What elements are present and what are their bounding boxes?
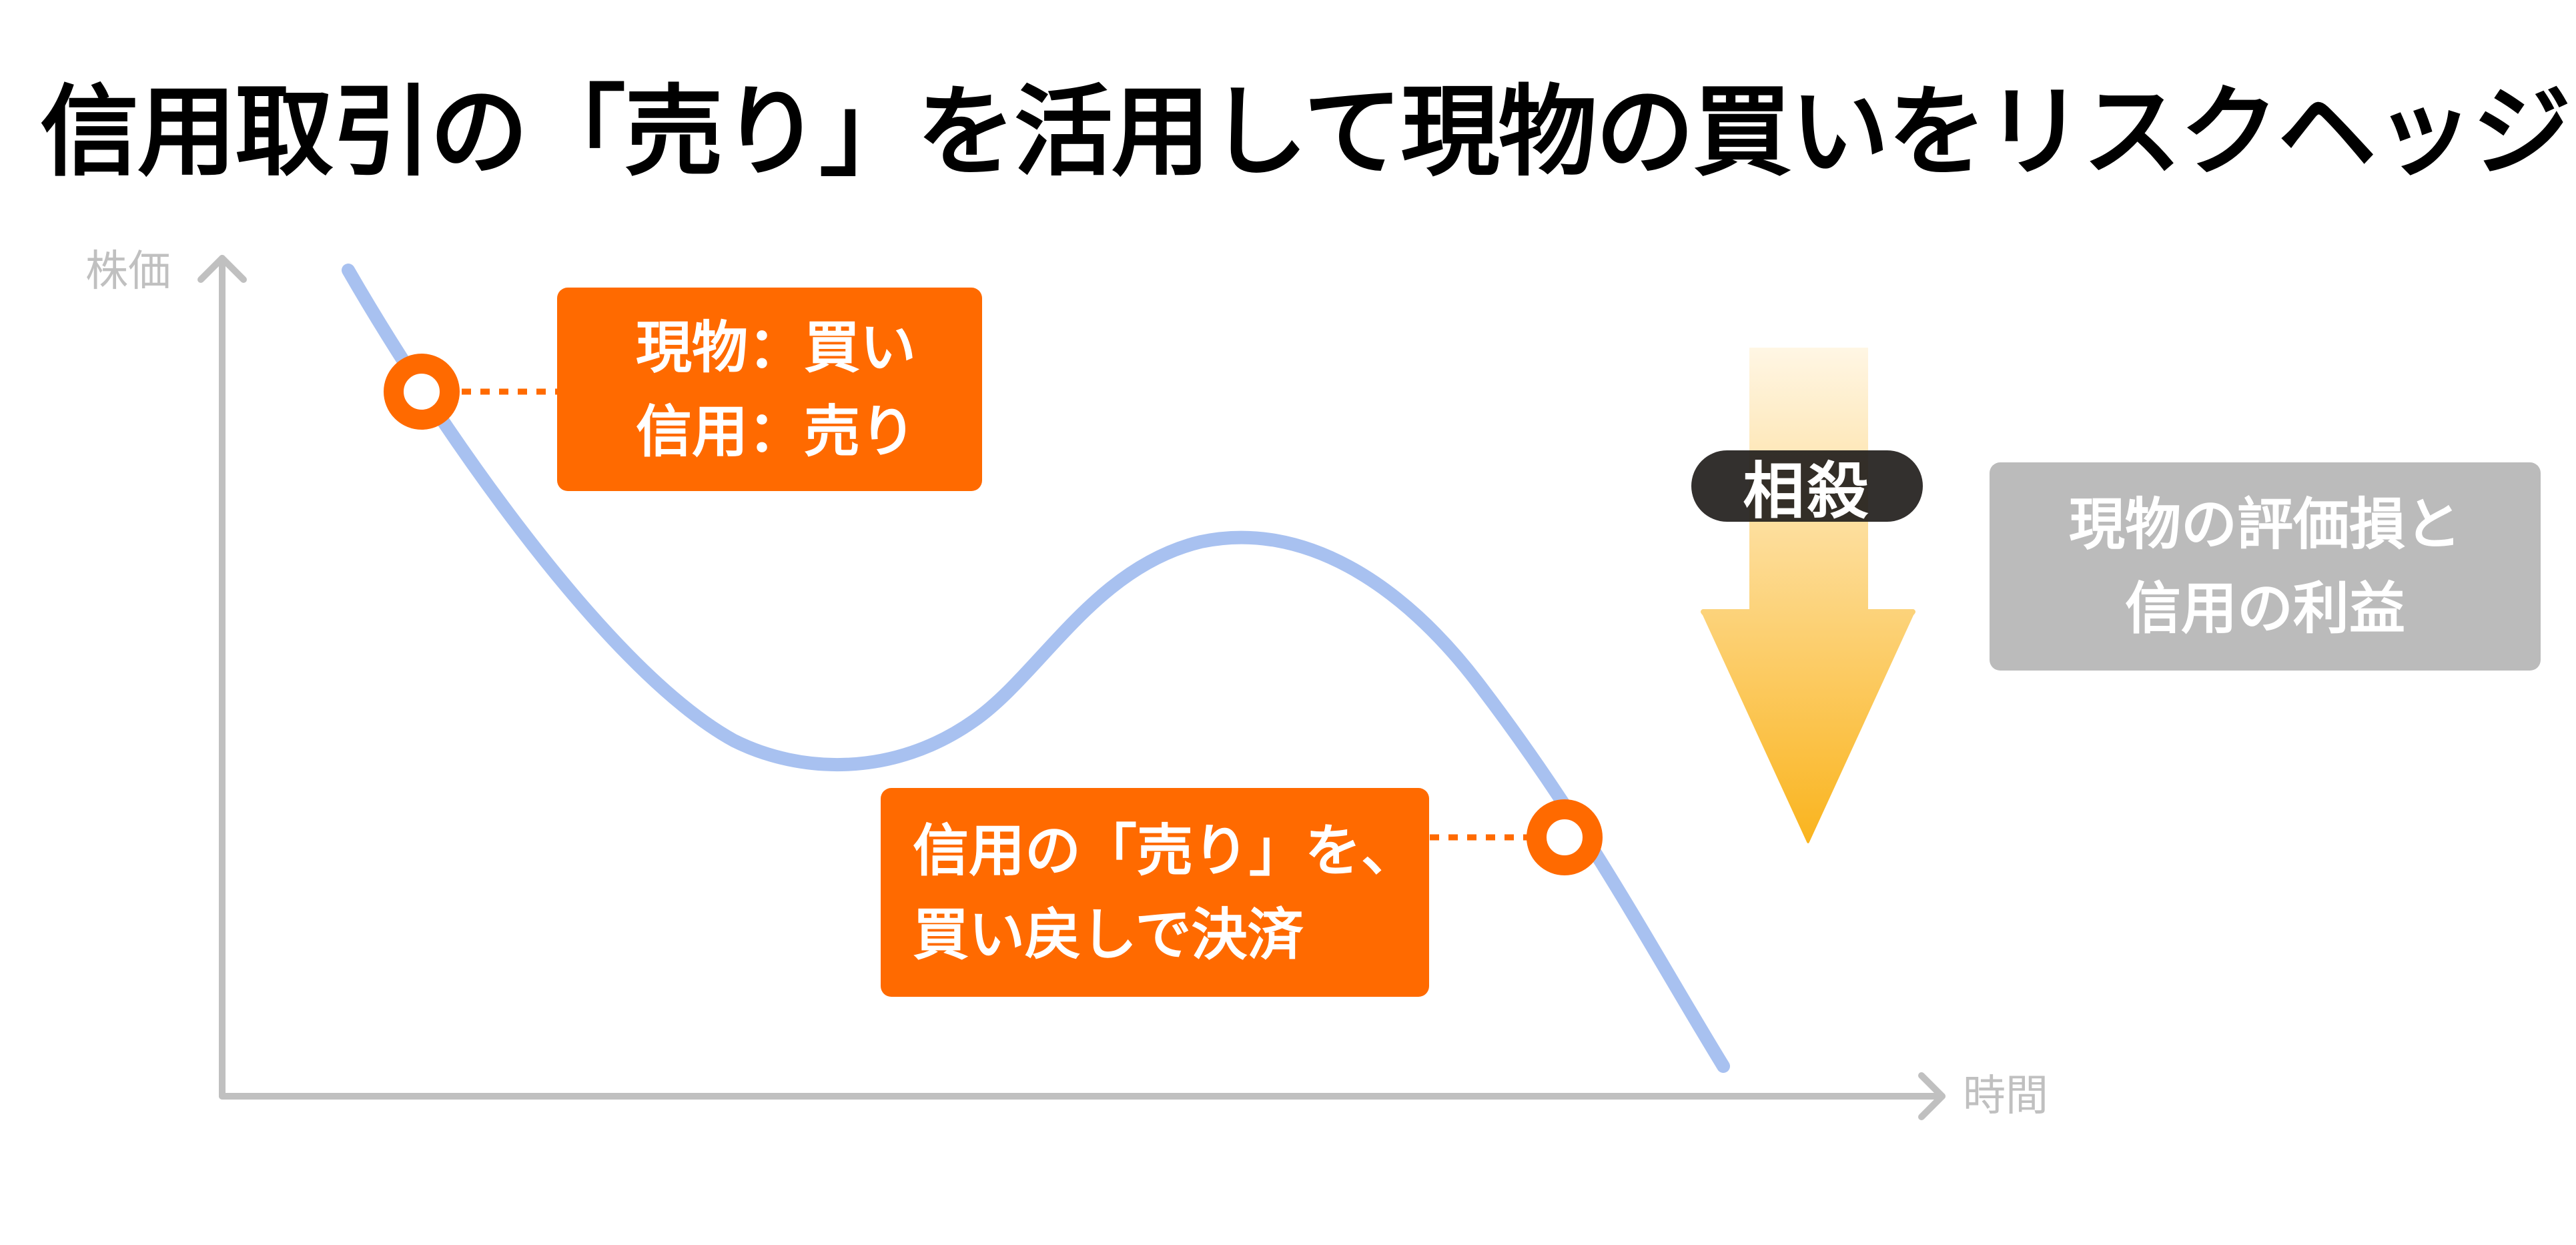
- callout-exit-line-1: 信用の「売り」を、: [913, 817, 1418, 883]
- callout-entry-line-2: 信用：売り: [636, 398, 917, 464]
- marker-entry-icon: [384, 354, 460, 430]
- callout-exit-line-2: 買い戻しで決済: [913, 901, 1304, 967]
- y-axis-arrow-icon: [197, 255, 247, 283]
- offset-badge: 相殺: [1691, 450, 1923, 527]
- callout-exit: 信用の「売り」を、 買い戻しで決済: [881, 788, 1429, 997]
- y-axis-label: 株価: [85, 247, 171, 296]
- x-axis-label: 時間: [1963, 1072, 2048, 1121]
- page-title: 信用取引の「売り」を活用して現物の買いをリスクヘッジ: [40, 75, 2571, 189]
- x-axis-arrow-icon: [1918, 1072, 1946, 1120]
- result-line-1: 現物の評価損と: [2068, 492, 2461, 557]
- x-axis: [219, 1072, 1946, 1120]
- marker-exit-icon: [1527, 799, 1603, 875]
- offset-arrow-icon: [1701, 348, 1915, 843]
- y-axis: [197, 255, 247, 1100]
- result-box: 現物の評価損と 信用の利益: [1990, 462, 2541, 671]
- callout-entry: 現物：買い 信用：売り: [557, 288, 982, 491]
- price-curve: [342, 264, 1730, 1073]
- result-line-2: 信用の利益: [2124, 576, 2405, 641]
- callout-entry-line-1: 現物：買い: [636, 314, 917, 380]
